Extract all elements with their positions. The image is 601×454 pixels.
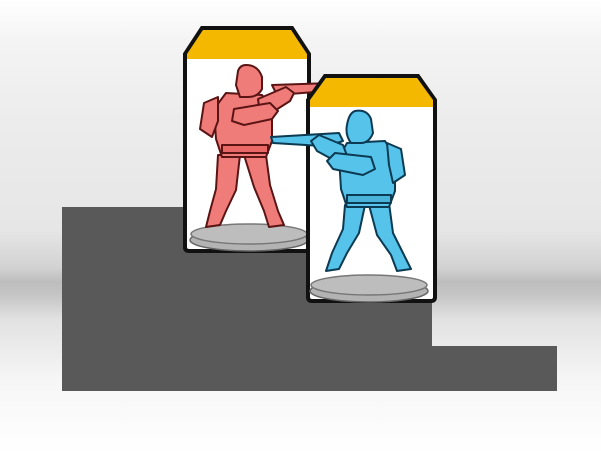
blue-card-header xyxy=(310,78,433,107)
blue-trooper-token[interactable] xyxy=(305,73,438,305)
blue-trooper-standee xyxy=(305,73,438,305)
red-card-header xyxy=(187,30,307,59)
